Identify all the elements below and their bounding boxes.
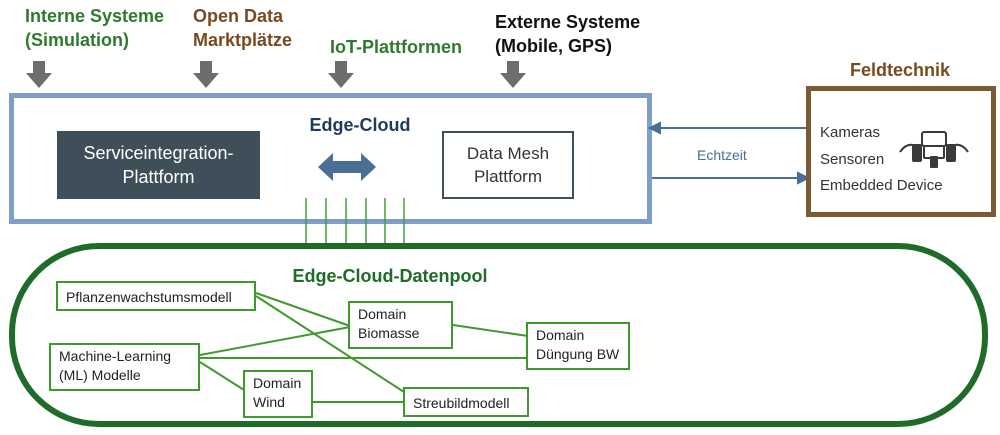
down-arrow-icon [328, 61, 354, 88]
down-arrow-icon [500, 61, 526, 88]
relation-line [452, 324, 529, 337]
source-interne-line1: Interne Systeme [25, 6, 165, 26]
source-iot: IoT-Plattformen [330, 35, 462, 59]
data-mesh-line1: Data Mesh [466, 144, 550, 163]
model-label: (ML) Modelle [59, 367, 141, 383]
source-open-data-line1: Open Data [193, 6, 284, 26]
model-label: Düngung BW [536, 346, 620, 362]
relation-line [255, 292, 351, 327]
domain-wind: Domain Wind [243, 370, 313, 418]
source-open-data-line2: Marktplätze [193, 30, 293, 50]
model-label: Pflanzenwachstumsmodell [66, 289, 232, 305]
relation-line [199, 361, 245, 391]
model-machine-learning: Machine-Learning (ML) Modelle [49, 343, 200, 391]
feldtechnik-line-kameras: Kameras [820, 124, 881, 141]
source-externe-systeme: Externe Systeme (Mobile, GPS) [495, 10, 640, 58]
source-open-data: Open Data Marktplätze [193, 4, 292, 52]
service-integration-line1: Serviceintegration- [83, 143, 234, 163]
model-label: Domain [253, 375, 302, 391]
down-arrow-icon [193, 61, 219, 88]
source-iot-line: IoT-Plattformen [330, 37, 463, 57]
model-streubildmodell: Streubildmodell [403, 387, 529, 417]
echtzeit-arrowhead-right [797, 171, 811, 185]
data-mesh-line2: Plattform [473, 167, 542, 186]
feldtechnik-title: Feldtechnik [849, 60, 951, 80]
service-integration-platform: Serviceintegration- Plattform [57, 131, 260, 199]
down-arrow-icon [26, 61, 52, 88]
source-externe-line1: Externe Systeme [495, 12, 641, 32]
edge-cloud-title: Edge-Cloud [309, 115, 411, 135]
model-pflanzenwachstumsmodell: Pflanzenwachstumsmodell [56, 281, 256, 311]
service-integration-line2: Plattform [122, 167, 195, 187]
model-label: Machine-Learning [59, 348, 172, 364]
feldtechnik-line-embedded: Embedded Device [820, 177, 943, 194]
echtzeit-arrowhead-left [647, 121, 661, 135]
relation-line [199, 326, 351, 356]
datenpool-title: Edge-Cloud-Datenpool [292, 266, 488, 286]
source-externe-line2: (Mobile, GPS) [495, 36, 612, 56]
tractor-icon [899, 131, 969, 168]
domain-biomasse: Domain Biomasse [348, 301, 453, 349]
data-mesh-platform: Data Mesh Plattform [442, 131, 574, 199]
echtzeit-label: Echtzeit [697, 147, 747, 163]
model-label: Streubildmodell [413, 395, 510, 411]
feldtechnik-line-sensoren: Sensoren [820, 151, 885, 168]
bidirectional-arrow-icon [318, 153, 376, 181]
model-label: Domain [358, 306, 407, 322]
source-interne-systeme: Interne Systeme (Simulation) [25, 4, 164, 52]
model-label: Wind [253, 394, 285, 410]
model-label: Biomasse [358, 325, 420, 341]
relation-line [255, 295, 405, 393]
source-interne-line2: (Simulation) [25, 30, 129, 50]
domain-duengung: Domain Düngung BW [526, 322, 630, 370]
model-label: Domain [536, 327, 585, 343]
